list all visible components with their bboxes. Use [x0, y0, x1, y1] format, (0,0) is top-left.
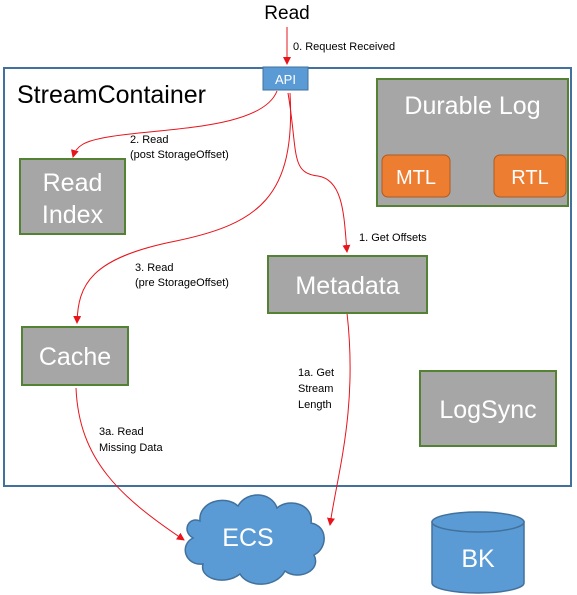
logsync-box[interactable] — [419, 370, 557, 447]
bk-cylinder-body — [431, 521, 525, 594]
durable-log-label: Durable Log — [404, 92, 540, 120]
api-box[interactable] — [262, 66, 309, 91]
label-read-missing-line2: Missing Data — [99, 442, 163, 454]
read-index-label-line1: Read — [43, 169, 103, 197]
read-index-box[interactable] — [19, 158, 126, 235]
logsync-label: LogSync — [439, 396, 536, 424]
mtl-box[interactable] — [381, 154, 451, 198]
rtl-box[interactable] — [493, 154, 567, 198]
label-read-missing-line1: 3a. Read — [99, 426, 144, 438]
label-get-length-line1: 1a. Get — [298, 367, 334, 379]
bk-storage[interactable]: BK — [431, 511, 525, 594]
ecs-cloud-shape — [184, 494, 325, 585]
label-get-length-line2: Stream — [298, 383, 333, 395]
label-read-pre-line2: (pre StorageOffset) — [135, 277, 229, 289]
api-label: API — [275, 72, 296, 87]
ecs-cloud[interactable]: ECS — [184, 494, 325, 585]
arrow-read-post-storage-offset — [70, 90, 278, 158]
read-request-label: Read — [264, 3, 309, 24]
label-get-offsets: 1. Get Offsets — [359, 232, 427, 244]
ecs-label: ECS — [222, 524, 273, 552]
label-read-post-line1: 2. Read — [130, 134, 169, 146]
cache-box[interactable] — [21, 326, 129, 386]
bk-cylinder-top — [431, 511, 525, 533]
arrow-read-missing-data — [75, 387, 185, 541]
mtl-label: MTL — [396, 167, 436, 189]
label-read-pre-line1: 3. Read — [135, 262, 174, 274]
bk-label: BK — [461, 545, 495, 573]
arrow-read-pre-storage-offset — [73, 92, 292, 324]
label-get-length-line3: Length — [298, 399, 332, 411]
metadata-label: Metadata — [295, 272, 399, 300]
cache-label: Cache — [39, 343, 111, 371]
read-index-label-line2: Index — [42, 201, 104, 229]
stream-container-title: StreamContainer — [17, 81, 206, 109]
arrows — [70, 27, 351, 541]
arrow-get-offsets — [287, 92, 351, 253]
rtl-label: RTL — [511, 167, 548, 189]
label-read-post-line2: (post StorageOffset) — [130, 149, 229, 161]
metadata-box[interactable] — [267, 255, 428, 314]
arrow-get-stream-length — [327, 312, 351, 526]
label-request-received: 0. Request Received — [293, 41, 395, 53]
